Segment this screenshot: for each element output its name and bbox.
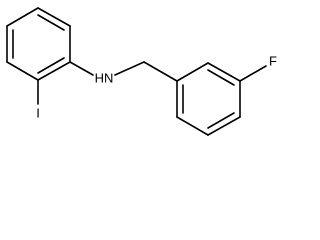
ring1-bond-1: [37, 7, 71, 27]
iodophenyl-ring: [6, 7, 71, 81]
ring-nitrogen-bond: [69, 61, 94, 76]
ring2-double-1: [207, 69, 235, 86]
molecule-diagram: HN I F: [6, 7, 277, 136]
ring1-bond-6: [6, 7, 39, 27]
methylene-ring-bond: [143, 61, 178, 82]
ring1-double-2: [37, 57, 65, 74]
ring2-bond-2: [207, 62, 241, 82]
iodine-label: I: [36, 106, 40, 121]
nitrogen-methylene-bond: [114, 61, 145, 76]
ring1-double-1: [37, 14, 65, 31]
nh-label: HN: [95, 71, 114, 86]
fluorine-label: F: [269, 54, 277, 69]
ring2-bond-5: [176, 116, 209, 136]
fluorophenyl-ring: [176, 62, 241, 136]
ring2-double-2: [207, 112, 235, 129]
ring2-bond-1: [176, 62, 209, 82]
ring2-bond-4: [207, 116, 241, 136]
carbon-fluorine-bond: [239, 65, 267, 82]
ring1-bond-3: [37, 61, 71, 81]
ring1-bond-4: [6, 61, 39, 81]
